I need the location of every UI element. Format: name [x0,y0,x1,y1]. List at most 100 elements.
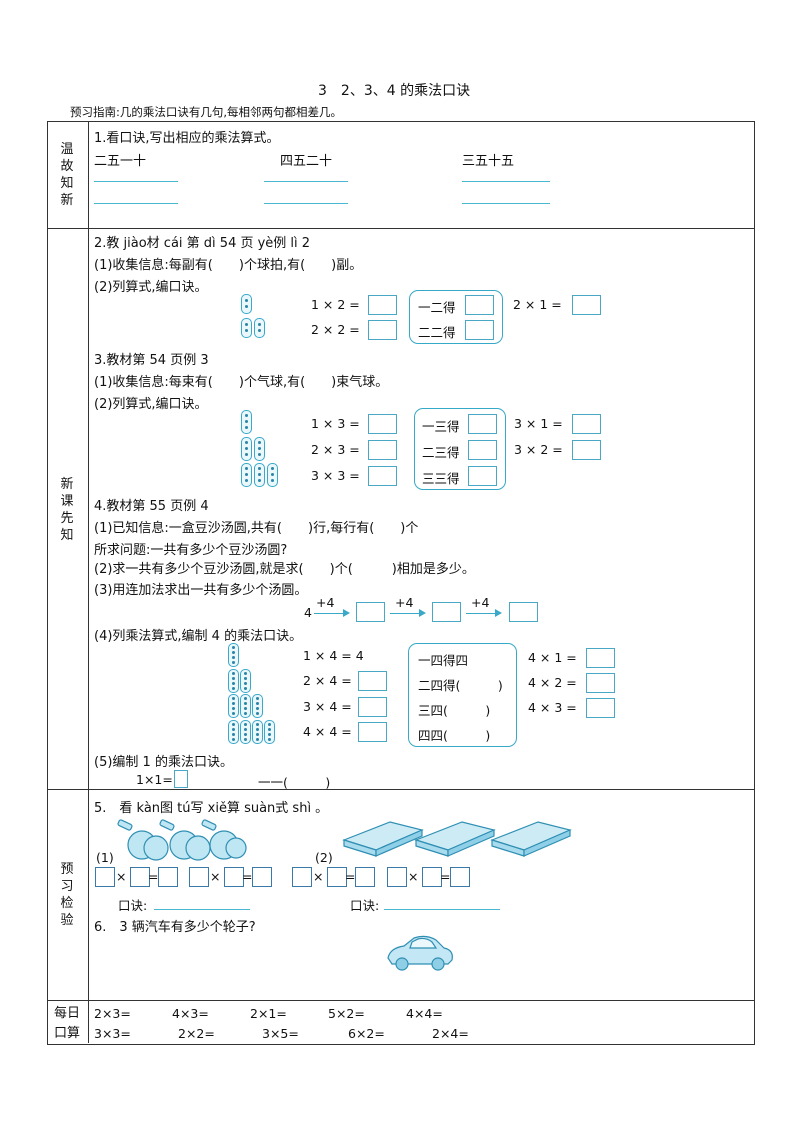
answer-box[interactable] [356,602,385,622]
answer-box[interactable] [572,295,601,315]
answer-box[interactable] [509,602,538,622]
answer-box[interactable] [358,697,387,717]
answer-box[interactable] [95,867,115,887]
answer-box[interactable] [468,440,497,460]
answer-line[interactable] [264,181,348,182]
section-label-preview-check: 预习检验 [60,862,74,928]
worksheet-table [47,121,755,1045]
answer-line[interactable] [462,203,550,204]
q6-heading: 6. 3 辆汽车有多少个轮子? [94,920,256,935]
daily-calc-item: 5×2= [328,1006,365,1021]
dumpling-row-icon [228,643,239,667]
answer-box[interactable] [586,698,615,718]
chain-start: 4 [304,605,312,620]
daily-calc-item: 2×1= [250,1006,287,1021]
answer-box[interactable] [224,867,244,887]
section-label-review: 温故知新 [60,142,74,208]
dumpling-row-icon [240,720,251,744]
answer-box[interactable] [327,867,347,887]
answer-box[interactable] [422,867,442,887]
q4-equation-right: 4 × 2 = [528,675,577,690]
answer-box[interactable] [572,440,601,460]
q2-heading: 2.教 jiào材 cái 第 dì 54 页 yè例 lì 2 [94,236,311,251]
q3-equation: 2 × 3 = [311,442,360,457]
answer-box[interactable] [368,320,397,340]
daily-calc-item: 2×3= [94,1006,131,1021]
daily-calc-item: 2×4= [432,1026,469,1041]
rhyme-frame [414,408,506,490]
q3-collect-info: (1)收集信息:每束有( )个气球,有( )束气球。 [94,375,389,390]
preview-guide: 预习指南:几的乘法口诀有几句,每相邻两句都相差几。 [70,105,343,119]
dumpling-row-icon [228,669,239,693]
answer-box[interactable] [368,414,397,434]
q4-question: 所求问题:一共有多少个豆沙汤圆? [94,543,288,558]
crayon-boxes-image [342,821,572,857]
q5-label: (2) [315,850,333,865]
equals-sign: = [242,869,253,884]
arrow-right-icon [419,609,426,617]
answer-line[interactable] [384,909,500,910]
answer-box[interactable] [368,466,397,486]
answer-box[interactable] [450,867,470,887]
answer-box[interactable] [130,867,150,887]
rhyme-text: 三三得 [422,471,460,486]
answer-box[interactable] [468,466,497,486]
daily-calc-item: 3×3= [94,1026,131,1041]
answer-box[interactable] [586,648,615,668]
q4-equation: 1 × 4 = 4 [303,648,364,663]
rhyme-label: 口诀: [350,898,380,913]
q3-equation-right: 3 × 1 = [514,416,563,431]
answer-box[interactable] [572,414,601,434]
rhyme-frame [408,643,517,747]
balloon-bunch-icon [241,410,252,434]
answer-box[interactable] [586,673,615,693]
answer-box[interactable] [158,867,178,887]
answer-box[interactable] [358,671,387,691]
answer-box[interactable] [189,867,209,887]
dumpling-row-icon [228,694,239,718]
q2-list-equation: (2)列算式,编口诀。 [94,280,208,295]
answer-box[interactable] [465,295,494,315]
q3-equation: 3 × 3 = [311,468,360,483]
answer-box[interactable] [368,440,397,460]
q4-equation-right: 4 × 1 = [528,650,577,665]
rhyme-frame [409,290,503,344]
q2-collect-info: (1)收集信息:每副有( )个球拍,有( )副。 [94,258,363,273]
dumpling-row-icon [252,720,263,744]
answer-line[interactable] [94,181,178,182]
answer-box[interactable] [468,414,497,434]
answer-box[interactable] [358,722,387,742]
answer-line[interactable] [462,181,550,182]
arrow-right-icon [343,609,350,617]
q4-one-rhyme-text: 一一( ) [258,775,331,790]
times-sign: × [313,869,324,884]
answer-line[interactable] [264,203,348,204]
q4-heading: 4.教材第 55 页例 4 [94,499,209,514]
daily-calc-item: 3×5= [262,1026,299,1041]
answer-box[interactable] [292,867,312,887]
q3-equation-right: 3 × 2 = [514,442,563,457]
rhyme-text: 一三得 [422,419,460,434]
rhyme-text: 三四( ) [418,703,491,718]
rhyme-label: 口诀: [118,898,148,913]
dumpling-row-icon [240,694,251,718]
answer-box[interactable] [174,770,188,788]
answer-box[interactable] [368,295,397,315]
q4-equation: 3 × 4 = [303,699,352,714]
answer-box[interactable] [252,867,272,887]
answer-box[interactable] [432,602,461,622]
paddle-pair-icon [241,318,252,338]
q5-heading: 5. 看 kàn图 tú写 xiě算 suàn式 shì 。 [94,801,329,816]
answer-line[interactable] [154,909,250,910]
step-label: +4 [316,595,335,610]
answer-box[interactable] [387,867,407,887]
daily-calc-item: 6×2= [348,1026,385,1041]
q1-item: 三五十五 [462,154,515,169]
answer-box[interactable] [465,320,494,340]
paddle-pair-icon [241,294,252,314]
q4-equation: 2 × 4 = [303,673,352,688]
answer-box[interactable] [355,867,375,887]
answer-line[interactable] [94,203,178,204]
daily-calc-item: 4×3= [172,1006,209,1021]
q3-heading: 3.教材第 54 页例 3 [94,353,209,368]
